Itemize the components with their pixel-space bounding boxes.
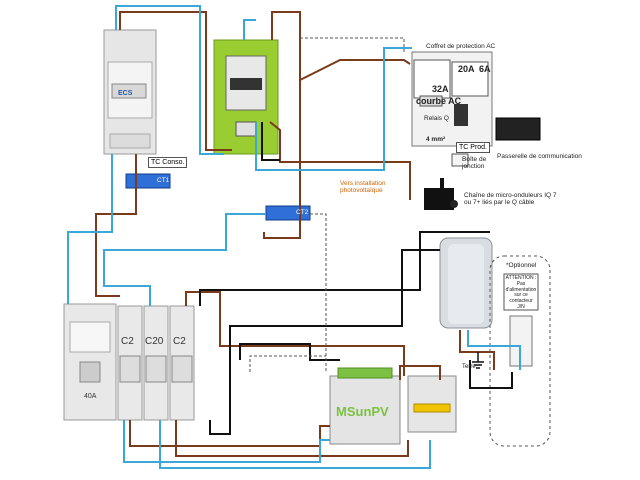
- electricity-meter: [213, 39, 279, 155]
- section-4mm-label: 4 mm²: [426, 136, 446, 143]
- courbe-ac-label: courbe AC: [416, 96, 462, 106]
- vers-installation-label: Vers installation photovoltaïque: [340, 180, 386, 195]
- msunpv-module: MSunPV: [329, 367, 401, 445]
- ct1-label: CT1: [157, 177, 170, 184]
- micro-onduleurs-label: Chaîne de micro-onduleurs IQ 7 ou 7+ lié…: [464, 192, 557, 207]
- main-breaker-rating: 40A: [84, 393, 97, 400]
- passerelle-label: Passerelle de communication: [497, 153, 582, 160]
- attention-box: [503, 273, 539, 311]
- tc-conso-label: TC Conso.: [148, 157, 188, 168]
- ac-protection-box: [411, 51, 493, 147]
- solid-state-relay: [407, 375, 457, 433]
- breaker-32a-label: 32A: [432, 84, 449, 94]
- attention-label: ATTENTION : Pas d'alimentation sur ce co…: [505, 275, 537, 310]
- gateway-device: [495, 117, 541, 141]
- breaker-6a-label: 6A: [479, 64, 491, 74]
- boite-jonction-label: Boîte de jonction: [462, 156, 487, 171]
- water-heater: [439, 237, 493, 329]
- control-wires: [199, 122, 513, 435]
- phase-wires: [95, 11, 495, 457]
- ct2-label: CT2: [296, 209, 309, 216]
- msunpv-brand: MSunPV: [336, 404, 389, 419]
- main-breaker: ECS: [103, 29, 157, 155]
- junction-box: [451, 153, 469, 167]
- main-breaker-brand: ECS: [118, 90, 133, 97]
- relais-q-label: Relais Q: [424, 115, 449, 122]
- breaker-c20-label: C20: [145, 336, 164, 347]
- optionnel-label: *Optionnel: [506, 262, 537, 269]
- coffret-label: Coffret de protection AC: [426, 43, 496, 50]
- breaker-20a-label: 20A: [458, 64, 475, 74]
- breaker-c2-b-label: C2: [173, 336, 186, 347]
- breaker-c2-a-label: C2: [121, 336, 134, 347]
- tc-prod-label: TC Prod.: [456, 142, 491, 153]
- breaker-panel: C2 C20 C2 40A: [63, 303, 195, 421]
- neutral-wires: [67, 5, 521, 469]
- terre-label: Terre: [462, 364, 476, 370]
- ct-sense-wires: [249, 37, 405, 372]
- ground-icon: [472, 352, 484, 369]
- micro-inverter: [424, 178, 458, 210]
